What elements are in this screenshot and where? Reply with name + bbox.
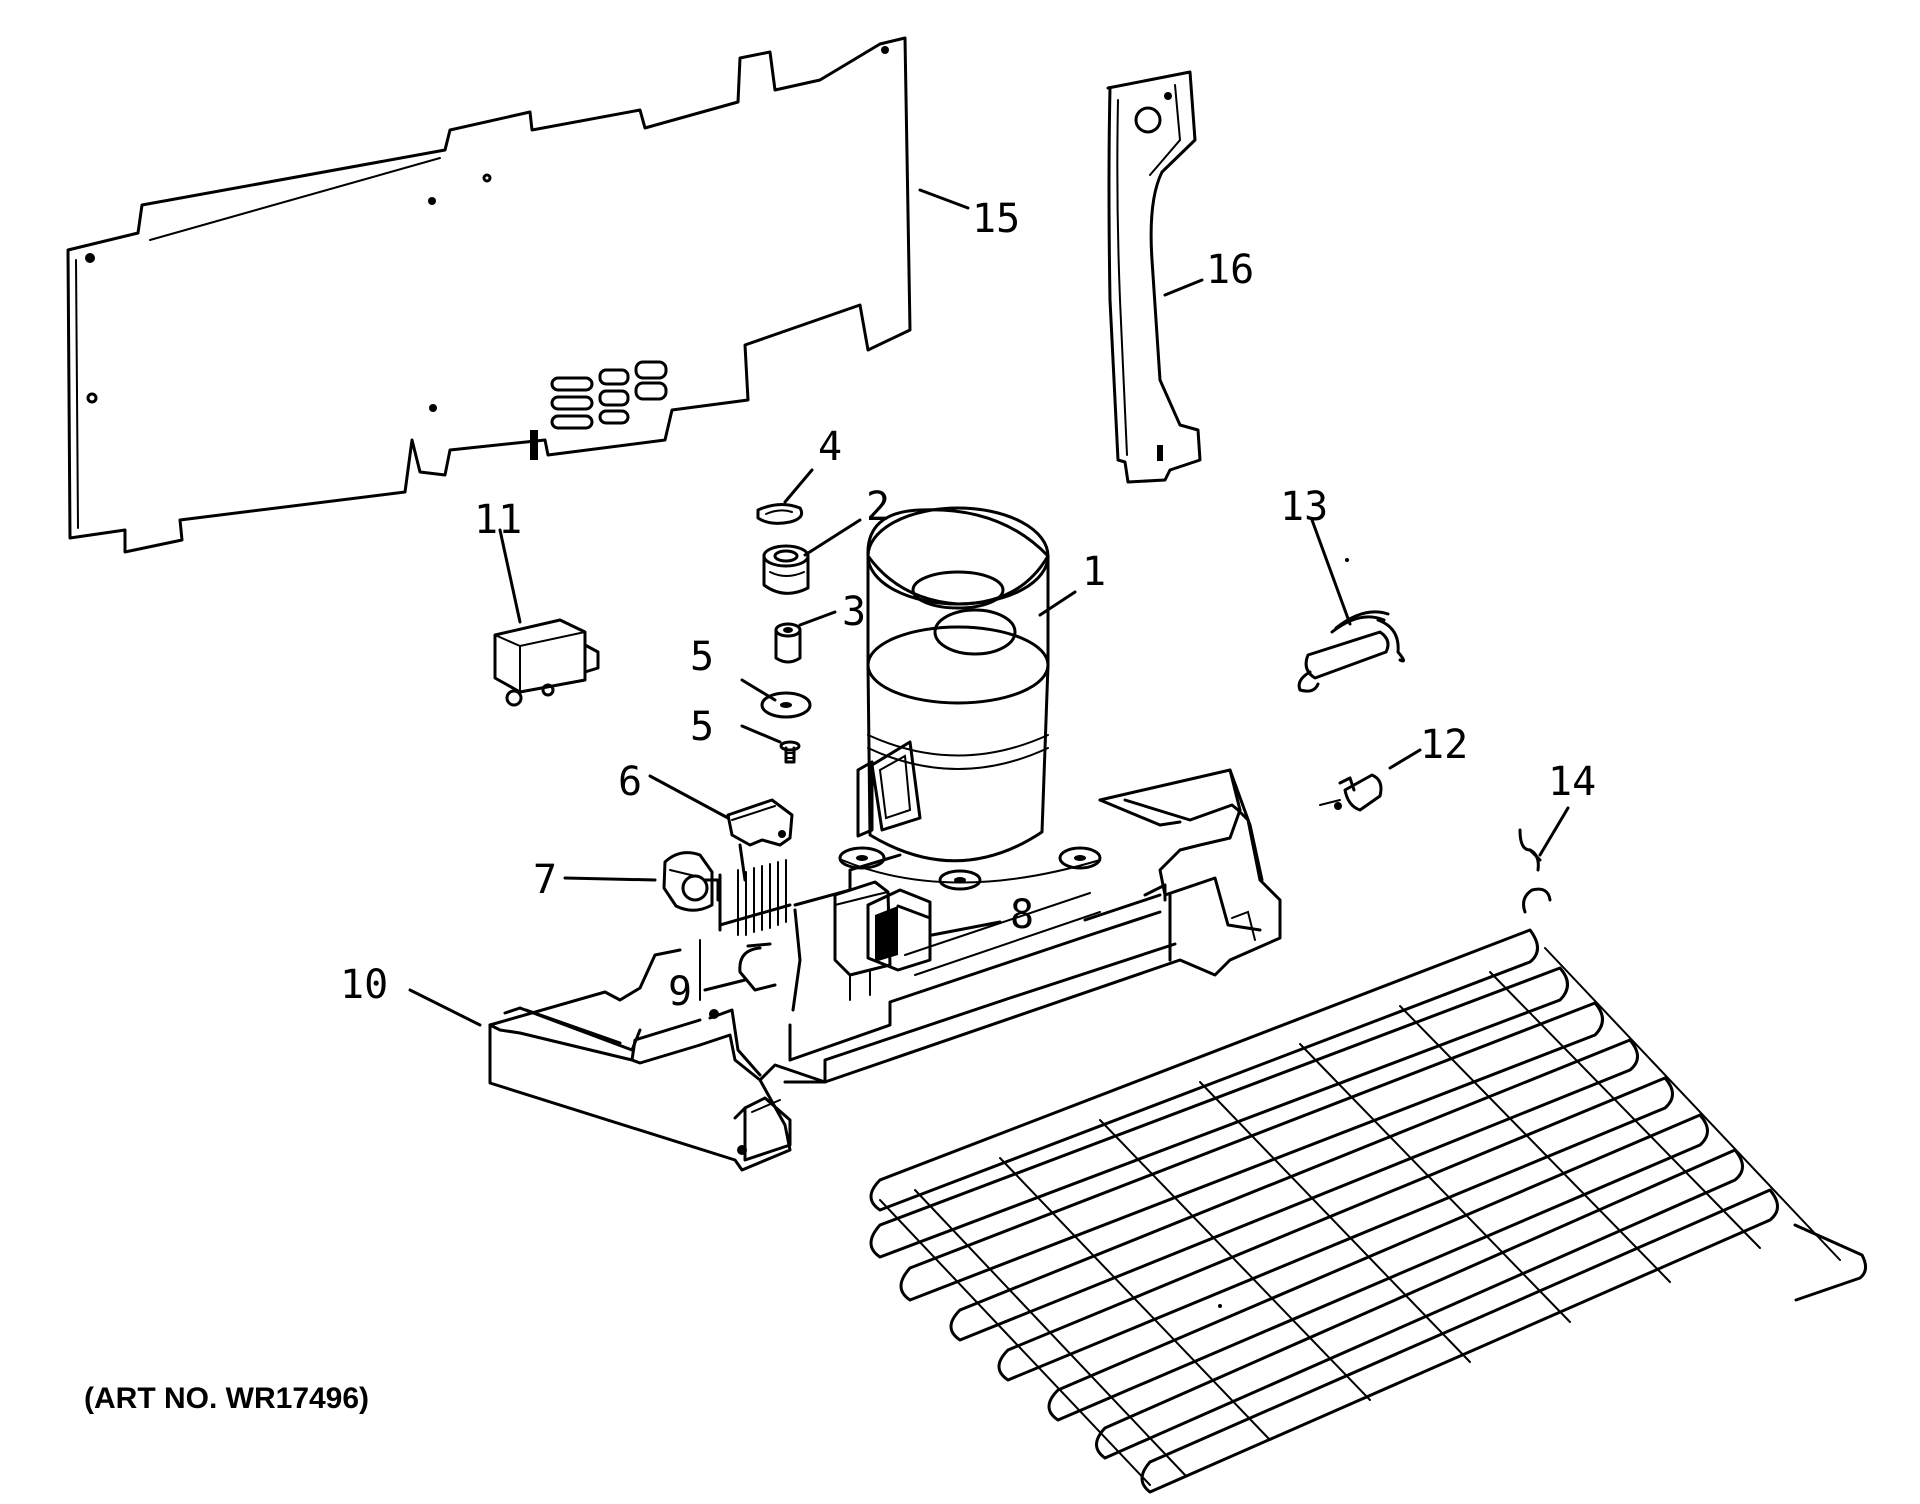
callout-11: 11: [474, 497, 522, 543]
callout-2: 2: [866, 484, 890, 530]
compressor: [838, 506, 1102, 891]
callout-15: 15: [972, 196, 1020, 242]
capacitor-component: [1297, 610, 1405, 693]
art-number-caption: (ART NO. WR17496): [84, 1382, 370, 1415]
callout-9: 9: [668, 969, 692, 1015]
relay-component: [493, 618, 600, 707]
terminal-connector: [662, 851, 720, 912]
condenser-coil: [869, 828, 1867, 1494]
callout-13: 13: [1280, 484, 1328, 530]
grommet: [762, 544, 810, 595]
compressor-mounting-base: [488, 768, 1282, 1172]
callout-labels: 1 2 3 4 5 5 6 7 8 9 10 11 12 13 14 15 16: [340, 196, 1596, 1015]
callout-4: 4: [818, 424, 842, 470]
terminal-cover: [726, 798, 794, 882]
tubing-clip: [1319, 773, 1383, 812]
callout-16: 16: [1206, 247, 1254, 293]
grommet-clip: [756, 503, 804, 525]
screw: [779, 740, 801, 764]
callout-3: 3: [842, 589, 866, 635]
sleeve: [774, 622, 802, 664]
callout-1: 1: [1082, 549, 1106, 595]
callout-leader-lines: [408, 188, 1570, 1027]
callout-12: 12: [1420, 722, 1468, 768]
power-cord-bundle: [718, 859, 792, 936]
callout-5-screw: 5: [690, 704, 714, 750]
washer: [760, 691, 812, 719]
callout-5-washer: 5: [690, 634, 714, 680]
callout-10: 10: [340, 962, 388, 1008]
compressor-bracket: [1106, 70, 1202, 484]
wire-clip: [738, 942, 777, 992]
callout-8: 8: [1010, 892, 1034, 938]
callout-14: 14: [1548, 759, 1596, 805]
callout-6: 6: [618, 759, 642, 805]
rear-access-cover-panel: [66, 36, 912, 554]
callout-7: 7: [533, 857, 557, 903]
start-relay: [833, 880, 932, 1001]
